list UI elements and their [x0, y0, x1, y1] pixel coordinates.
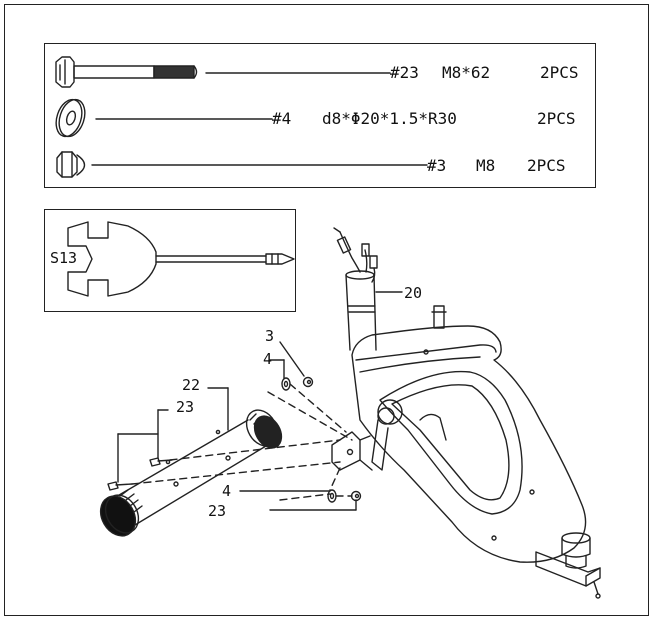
hardware-parts-box: [44, 43, 596, 188]
wrench-screwdriver-icon: [67, 221, 295, 297]
cap-nut-icon: [56, 151, 86, 178]
rear-stabilizer: [535, 551, 601, 599]
callout-23-top: 23: [176, 398, 194, 416]
assembly-dashed-lines: [131, 383, 353, 501]
callout-leaders: [117, 341, 357, 511]
callout-4-top: 4: [263, 350, 272, 368]
mounting-bracket: [331, 431, 373, 471]
diagram-frame: [4, 4, 649, 616]
bolt-left-lower: [107, 481, 133, 491]
callout-3: 3: [265, 327, 274, 345]
washer-upper: [281, 377, 291, 391]
callout-23-bottom: 23: [208, 502, 226, 520]
part-spec: d8*Φ20*1.5*R30: [322, 109, 457, 128]
washer-lower: [327, 489, 337, 503]
bolt-left-upper: [149, 457, 173, 467]
handlebar-post: [345, 270, 377, 351]
part-code: #4: [272, 109, 291, 128]
part-spec: M8: [476, 156, 495, 175]
part-qty: 2PCS: [540, 63, 579, 82]
bolt-icon: [55, 56, 198, 88]
part-code: #23: [390, 63, 419, 82]
adjust-knob: [561, 532, 591, 569]
part-spec: M8*62: [442, 63, 490, 82]
part-qty: 2PCS: [527, 156, 566, 175]
part-code: #3: [427, 156, 446, 175]
seat-post-stub: [431, 305, 447, 329]
nut-upper: [302, 376, 314, 388]
callout-4-bottom: 4: [222, 482, 231, 500]
front-stabilizer: [99, 409, 283, 537]
callout-20: 20: [404, 284, 422, 302]
callout-22: 22: [182, 376, 200, 394]
curved-washer-icon: [55, 98, 86, 138]
part-qty: 2PCS: [537, 109, 576, 128]
wrench-size-label: S13: [50, 249, 77, 267]
nut-lower: [350, 490, 362, 502]
tool-box: [44, 209, 296, 312]
cable-bundle: [333, 227, 378, 283]
main-frame: [351, 325, 587, 563]
